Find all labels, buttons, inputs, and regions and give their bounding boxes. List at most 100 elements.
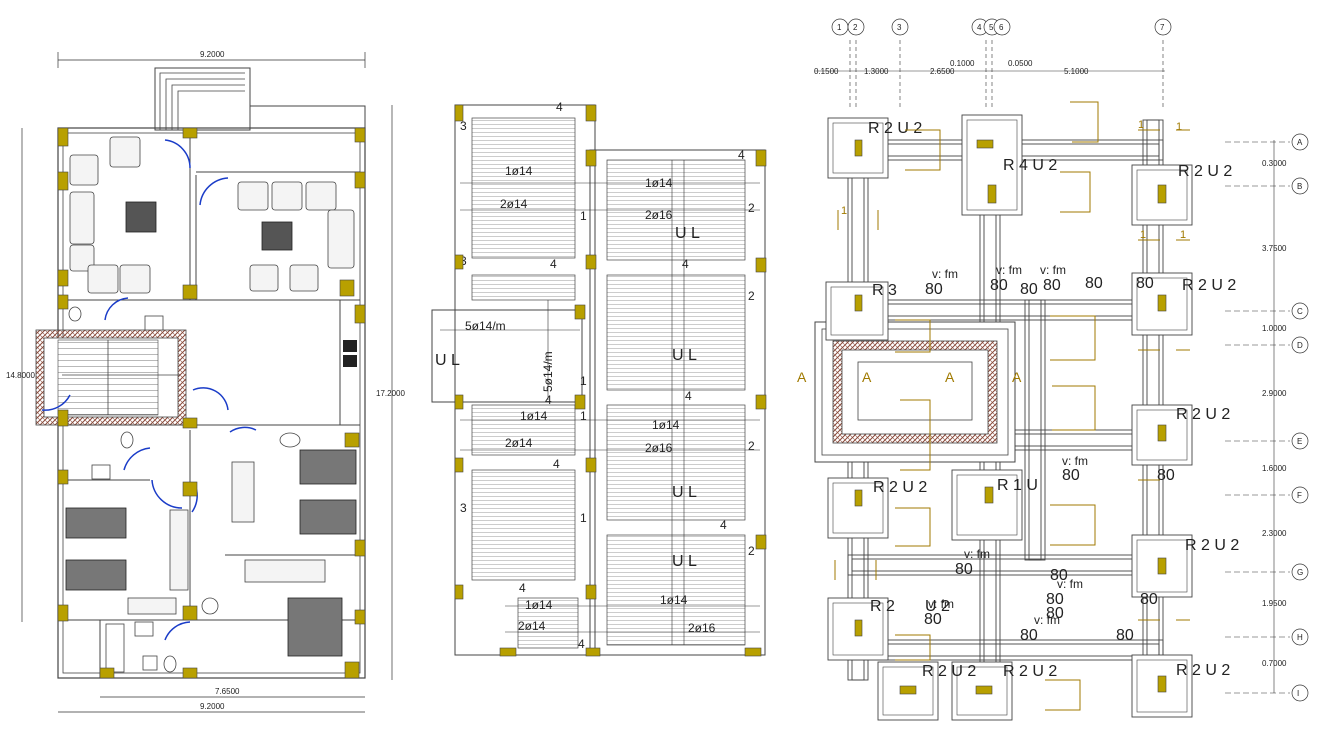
value-label: 80 [1046,605,1064,622]
arrow-number: 1 [841,205,847,217]
value-label: 80 [1116,627,1134,644]
grid-row-label: B [1297,182,1302,191]
bed-icon [65,449,357,657]
tag-label: v: fm [1062,454,1088,468]
arrow-number: 1 [1180,229,1186,241]
value-label: 80 [1046,591,1064,608]
value-label: 80 [1085,275,1103,292]
dim-top: 9.2000 [200,50,225,59]
footing-label: R 2 U 2 [1185,537,1239,554]
bar-mark: 2 [748,201,755,215]
value-label: 80 [1157,467,1175,484]
footing-label: R 1 U [997,477,1038,494]
right-dim: 1.0000 [1262,324,1287,333]
dim-left: 14.8000 [6,371,35,380]
bar-mark: 1 [580,409,587,423]
grid-col-label: 6 [999,23,1004,32]
slab-plan: 1ø14 2ø14 1ø14 2ø16 5ø14/m 5ø14/m 1ø14 2… [431,100,767,657]
arrow-number: 1 [1138,119,1144,131]
bar-mark: 3 [460,254,467,268]
rebar-label: 2ø14 [518,619,546,633]
value-label: 80 [1043,277,1061,294]
bar-mark: 4 [556,100,563,114]
bar-mark: 1 [580,511,587,525]
section-marker: A [1012,369,1022,385]
grid-row-label: H [1297,633,1303,642]
right-dim: 1.9500 [1262,599,1287,608]
rebar-label: 5ø14/m [541,351,555,392]
rebar-label: 5ø14/m [465,319,506,333]
right-dim: 0.3000 [1262,159,1287,168]
grid-row-label: I [1297,689,1299,698]
bar-mark: 4 [578,637,585,651]
bar-mark: 4 [550,257,557,271]
grid-row-label: C [1297,307,1303,316]
ul-label: U L [672,347,697,364]
right-dim: 3.7500 [1262,244,1287,253]
dim-bottom-inner: 7.6500 [215,687,240,696]
top-dim: 1.3000 [864,67,889,76]
right-dim: 2.9000 [1262,389,1287,398]
dim-right: 17.2000 [376,389,405,398]
right-dim: 1.6000 [1262,464,1287,473]
arrow-number: 1 [1140,229,1146,241]
section-marker: A [797,369,807,385]
grid-col-label: 3 [897,23,902,32]
rebar-label: 1ø14 [652,418,680,432]
bar-mark: 4 [720,518,727,532]
bar-mark: 3 [460,119,467,133]
right-dim: 0.7000 [1262,659,1287,668]
top-dim: 0.0500 [1008,59,1033,68]
bar-mark: 4 [519,581,526,595]
ul-label: U L [435,352,460,369]
grid-col-label: 7 [1160,23,1165,32]
grid-col-label: 2 [853,23,858,32]
ul-label: U L [675,225,700,242]
footing-label: R 2 U 2 [873,479,927,496]
value-label: 80 [1050,567,1068,584]
top-dim: 0.1000 [950,59,975,68]
tag-label: v: fm [928,597,954,611]
grid-row-label: G [1297,568,1303,577]
footing-label: R 3 [872,282,897,299]
tag-label: v: fm [1040,263,1066,277]
bar-mark: 4 [738,148,745,162]
sofa-icon [69,136,355,294]
bar-mark: 3 [460,501,467,515]
top-dim: 0.1500 [814,67,839,76]
grid-col-label: 4 [977,23,982,32]
rebar-label: 1ø14 [520,409,548,423]
tag-label: v: fm [996,263,1022,277]
top-dim: 5.1000 [1064,67,1089,76]
grid-col-label: 1 [837,23,842,32]
value-label: 80 [1140,591,1158,608]
rebar-label: 2ø16 [688,621,716,635]
section-marker: A [862,369,872,385]
door-icon [41,139,257,641]
tag-label: v: fm [964,547,990,561]
section-arrow-icon [834,101,1190,711]
grid-col-label: 5 [989,23,994,32]
bar-mark: 2 [748,289,755,303]
footing-label: R 2 U 2 [1182,277,1236,294]
footing-label: R 2 U 2 [922,663,976,680]
rebar-label: 1ø14 [645,176,673,190]
rebar-label: 2ø16 [645,441,673,455]
footing-label: R 2 [870,598,895,615]
value-label: 80 [990,277,1008,294]
ul-label: U L [672,553,697,570]
value-label: 80 [1020,627,1038,644]
bar-mark: 4 [553,457,560,471]
dim-bottom-outer: 9.2000 [200,702,225,711]
foundation-plan: 1 2 3 4 5 6 7 0.1500 1.3000 2.6500 0.100… [797,18,1309,721]
rebar-label: 1ø14 [525,598,553,612]
top-dim: 2.6500 [930,67,955,76]
rebar-label: 2ø14 [505,436,533,450]
grid-row-label: A [1297,138,1303,147]
arrow-number: 1 [1176,121,1182,133]
value-label: 80 [924,611,942,628]
bar-mark: 1 [580,209,587,223]
floor-plan: 9.2000 7.6500 9.2000 14.8000 17.2000 [6,50,405,713]
tag-label: v: fm [1034,613,1060,627]
